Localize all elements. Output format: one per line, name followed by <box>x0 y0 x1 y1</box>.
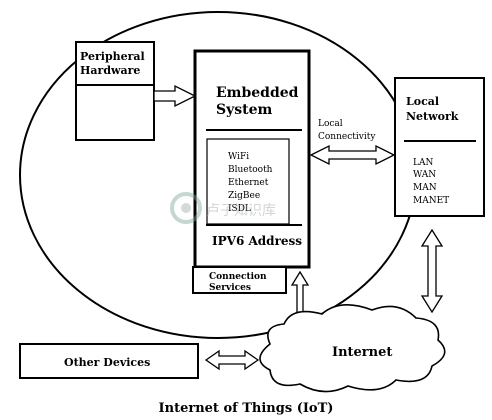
network-type-manet: MANET <box>413 196 449 206</box>
network-type-man: MAN <box>413 183 437 193</box>
network-type-lan: LAN <box>413 158 433 168</box>
other-devices-internet-arrow <box>204 349 260 371</box>
protocol-isdl: ISDL <box>228 204 251 214</box>
local-connectivity-line2: Connectivity <box>318 132 376 142</box>
network-type-wan: WAN <box>413 170 436 180</box>
peripheral-to-embedded-arrow <box>153 84 197 108</box>
connection-services-line1: Connection <box>209 272 267 282</box>
embedded-title-line2: System <box>216 102 273 118</box>
embedded-local-network-arrow <box>309 144 396 166</box>
embedded-system-box: Embedded System WiFi Bluetooth Ethernet … <box>193 49 311 269</box>
local-network-line1: Local <box>406 95 439 108</box>
connection-services-line2: Services <box>209 283 251 293</box>
protocol-wifi: WiFi <box>228 152 249 162</box>
internet-label: Internet <box>332 345 392 360</box>
protocol-ethernet: Ethernet <box>228 178 269 188</box>
other-devices-box: Other Devices <box>19 343 199 379</box>
local-network-internet-arrow <box>420 228 444 314</box>
protocol-bluetooth: Bluetooth <box>228 165 273 175</box>
other-devices-label: Other Devices <box>64 356 150 369</box>
internet-cloud: Internet <box>259 304 446 393</box>
watermark-text: 卢子知识库 <box>206 202 276 219</box>
peripheral-label-line2: Hardware <box>80 64 140 77</box>
embedded-title-line1: Embedded <box>216 85 299 101</box>
peripheral-hardware-box: Peripheral Hardware <box>75 41 155 141</box>
local-network-box: Local Network LAN WAN MAN MANET <box>394 77 485 217</box>
local-network-line2: Network <box>406 110 459 123</box>
peripheral-label-line1: Peripheral <box>80 50 145 63</box>
local-connectivity-line1: Local <box>318 119 343 129</box>
watermark-logo <box>170 192 202 224</box>
protocol-zigbee: ZigBee <box>228 191 260 201</box>
diagram-caption: Internet of Things (IoT) <box>159 401 334 416</box>
connection-services-box: Connection Services <box>192 266 287 294</box>
ipv6-address-label: IPV6 Address <box>212 234 302 248</box>
